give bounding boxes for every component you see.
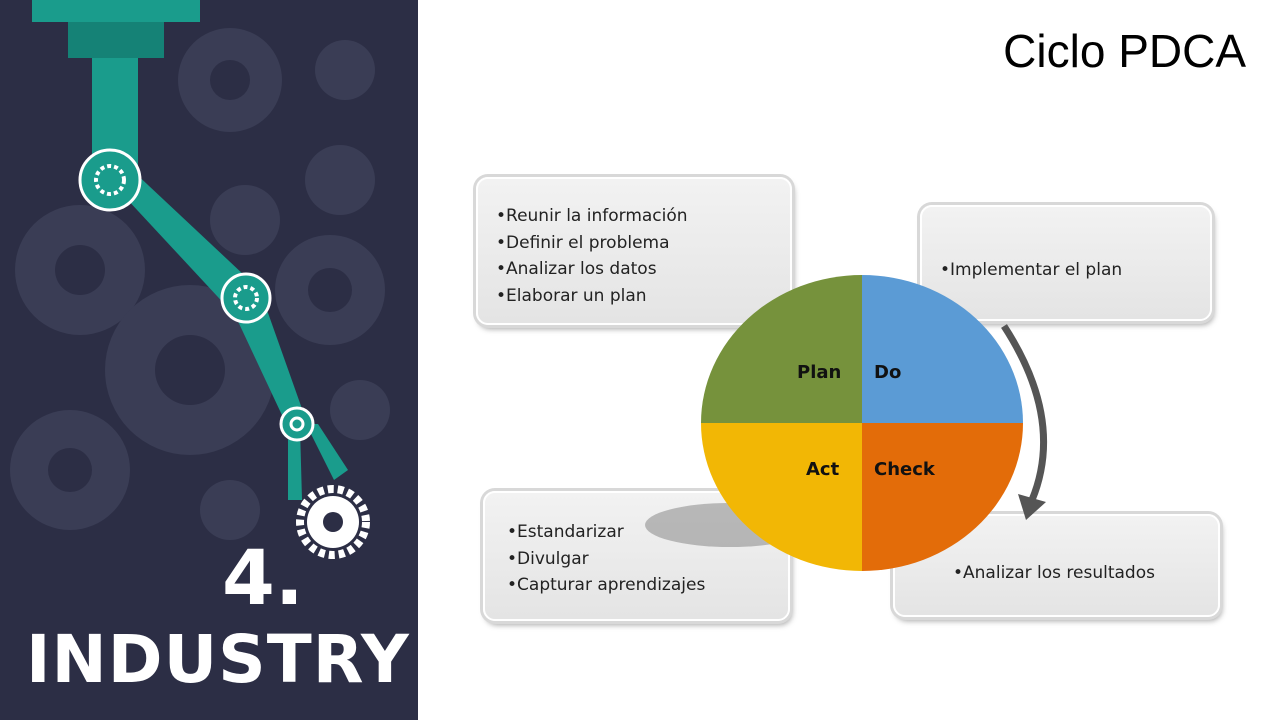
check-item: •Analizar los resultados [953,563,1155,583]
do-item: •Implementar el plan [940,260,1123,280]
industry-4-panel: 4. INDUSTRY [0,0,418,720]
act-item: •Capturar aprendizajes [507,575,706,595]
check-label: Check [874,459,935,480]
plan-item: •Elaborar un plan [496,285,647,306]
act-item: •Divulgar [507,548,589,569]
plan-item: •Definir el problema [496,232,670,253]
do-box: •Implementar el plan [920,205,1212,321]
check-box: •Analizar los resultados [893,514,1220,617]
cycle-arrow-icon [1001,324,1048,502]
plan-item: •Reunir la información [496,206,688,226]
brand-word: INDUSTRY [26,621,410,698]
plan-item: •Analizar los datos [496,259,657,279]
act-box: •Estandarizar •Divulgar •Capturar aprend… [483,491,790,621]
robot-arm-icon [32,0,370,559]
robot-arm-illustration [10,0,390,559]
do-label: Do [874,362,902,383]
act-item: •Estandarizar [507,522,624,542]
plan-label: Plan [797,362,842,383]
plan-box: •Reunir la información •Definir el probl… [476,177,792,325]
slide-title: Ciclo PDCA [1003,25,1246,77]
brand-number: 4. [222,533,304,622]
act-label: Act [806,459,840,480]
